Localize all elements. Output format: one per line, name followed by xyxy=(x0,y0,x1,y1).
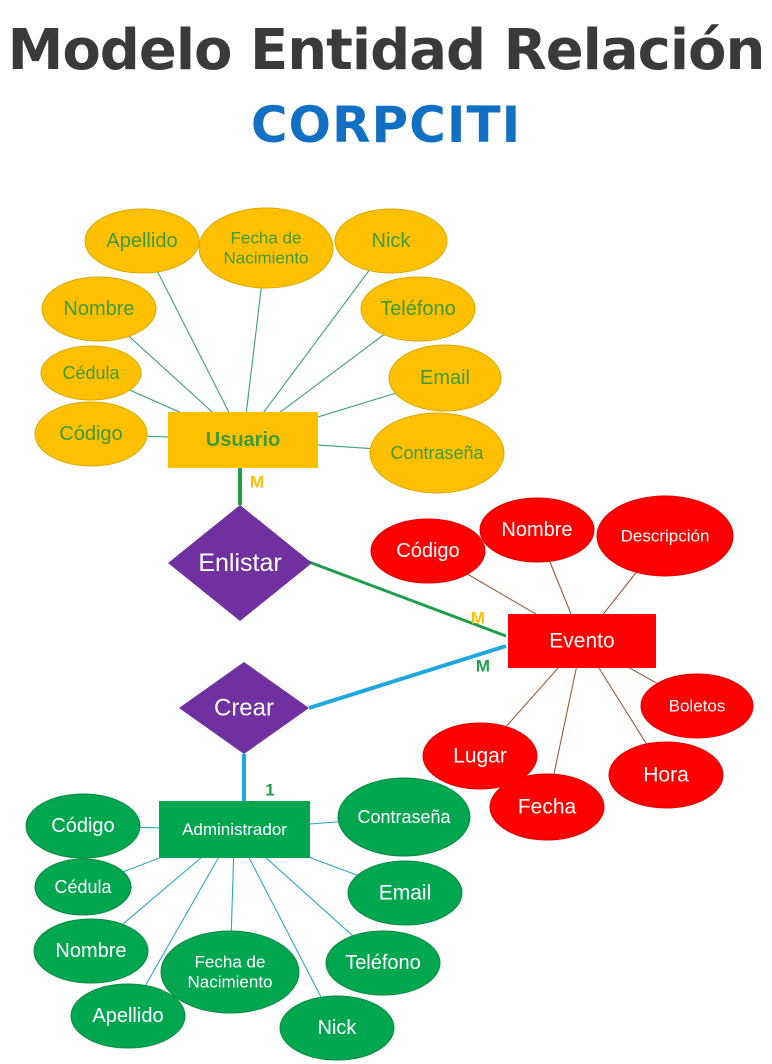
administrador-attribute-apellido-shape xyxy=(70,983,186,1049)
administrador-attribute-contrasena-shape xyxy=(337,777,471,857)
enlistar-evento-link xyxy=(308,560,507,638)
evento-attribute-lugar: Lugar xyxy=(453,745,507,768)
usuario-attribute-apellido: Apellido xyxy=(106,230,177,252)
usuario-attribute-contrasena-shape xyxy=(369,412,505,494)
cardinality-crear-1: 1 xyxy=(265,781,274,800)
administrador-attribute-cedula-shape xyxy=(34,858,132,916)
administrador-entity-box xyxy=(159,801,310,858)
administrador-attribute-nombre: Nombre xyxy=(55,940,126,962)
administrador-attribute-nick-shape xyxy=(279,995,395,1061)
relationship-enlistar-label: Enlistar xyxy=(198,549,281,577)
relationship-crear-label: Crear xyxy=(214,695,274,722)
usuario-entity-label: Usuario xyxy=(206,429,280,451)
evento-attribute-boletos: Boletos xyxy=(669,697,726,716)
cardinality-enlistar-1: M xyxy=(471,609,485,628)
diagram-subtitle: CORPCITI xyxy=(250,96,522,154)
diagram-title: Modelo Entidad Relación xyxy=(7,18,766,83)
evento-attribute-boletos-shape xyxy=(640,673,754,739)
relationship-crear-shape xyxy=(179,662,309,754)
administrador-attribute-telefono-shape xyxy=(325,930,441,996)
evento-attribute-lugar-shape xyxy=(422,722,538,790)
administrador-attribute-nombre-shape xyxy=(33,918,149,984)
usuario-attribute-nick: Nick xyxy=(372,230,412,252)
usuario-entity-box xyxy=(168,412,318,468)
usuario-attribute-cedula-shape xyxy=(40,345,142,401)
usuario-attribute-codigo-shape xyxy=(34,401,148,467)
administrador-attribute-apellido: Apellido xyxy=(92,1005,163,1027)
usuario-attribute-codigo: Código xyxy=(59,423,122,445)
usuario-attribute-email-shape xyxy=(388,344,502,412)
administrador-attribute-codigo-shape xyxy=(25,793,141,859)
evento-attribute-nombre: Nombre xyxy=(501,519,572,541)
administrador-attribute-connector xyxy=(127,829,235,1017)
crear-evento-link xyxy=(308,644,507,710)
administrador-attribute-contrasena: Contraseña xyxy=(357,807,451,827)
administrador-entity-label: Administrador xyxy=(182,820,287,839)
usuario-attribute-nick-shape xyxy=(334,208,448,274)
usuario-attribute-contrasena: Contraseña xyxy=(390,443,484,463)
evento-attribute-descripcion: Descripción xyxy=(621,527,710,546)
usuario-attribute-apellido-shape xyxy=(84,208,200,274)
usuario-attribute-email: Email xyxy=(420,367,470,389)
cardinality-crear-0: M xyxy=(476,657,490,676)
administrador-attribute-codigo: Código xyxy=(51,815,114,837)
administrador-attribute-cedula: Cédula xyxy=(54,877,112,897)
usuario-attribute-connector xyxy=(141,240,244,441)
cardinality-enlistar-0: M xyxy=(250,473,264,492)
evento-attribute-descripcion-shape xyxy=(596,495,734,577)
evento-entity-box xyxy=(508,614,656,668)
usuario-attribute-fecha-de-nacimiento-shape xyxy=(198,207,334,289)
administrador-attribute-telefono: Teléfono xyxy=(345,952,421,974)
relationship-enlistar-shape xyxy=(168,505,312,621)
evento-attribute-hora: Hora xyxy=(643,764,689,787)
usuario-attribute-telefono: Teléfono xyxy=(380,298,456,320)
evento-entity-label: Evento xyxy=(549,630,614,653)
evento-attribute-hora-shape xyxy=(608,741,724,809)
administrador-attribute-connector xyxy=(234,829,338,1029)
evento-attribute-codigo: Código xyxy=(396,540,459,562)
evento-attribute-fecha: Fecha xyxy=(518,796,577,819)
evento-attribute-fecha-shape xyxy=(489,773,605,841)
administrador-attribute-fecha-de-nacimiento-shape xyxy=(160,930,300,1014)
administrador-attribute-email-shape xyxy=(347,860,463,926)
usuario-attribute-nombre-shape xyxy=(41,276,157,342)
evento-attribute-nombre-shape xyxy=(479,497,595,563)
usuario-attribute-connector xyxy=(242,240,392,441)
administrador-attribute-nick: Nick xyxy=(318,1017,358,1039)
usuario-attribute-nombre: Nombre xyxy=(63,298,134,320)
administrador-attribute-email: Email xyxy=(379,882,432,905)
usuario-attribute-cedula: Cédula xyxy=(62,363,120,383)
evento-attribute-codigo-shape xyxy=(370,518,486,584)
usuario-attribute-telefono-shape xyxy=(360,276,476,342)
